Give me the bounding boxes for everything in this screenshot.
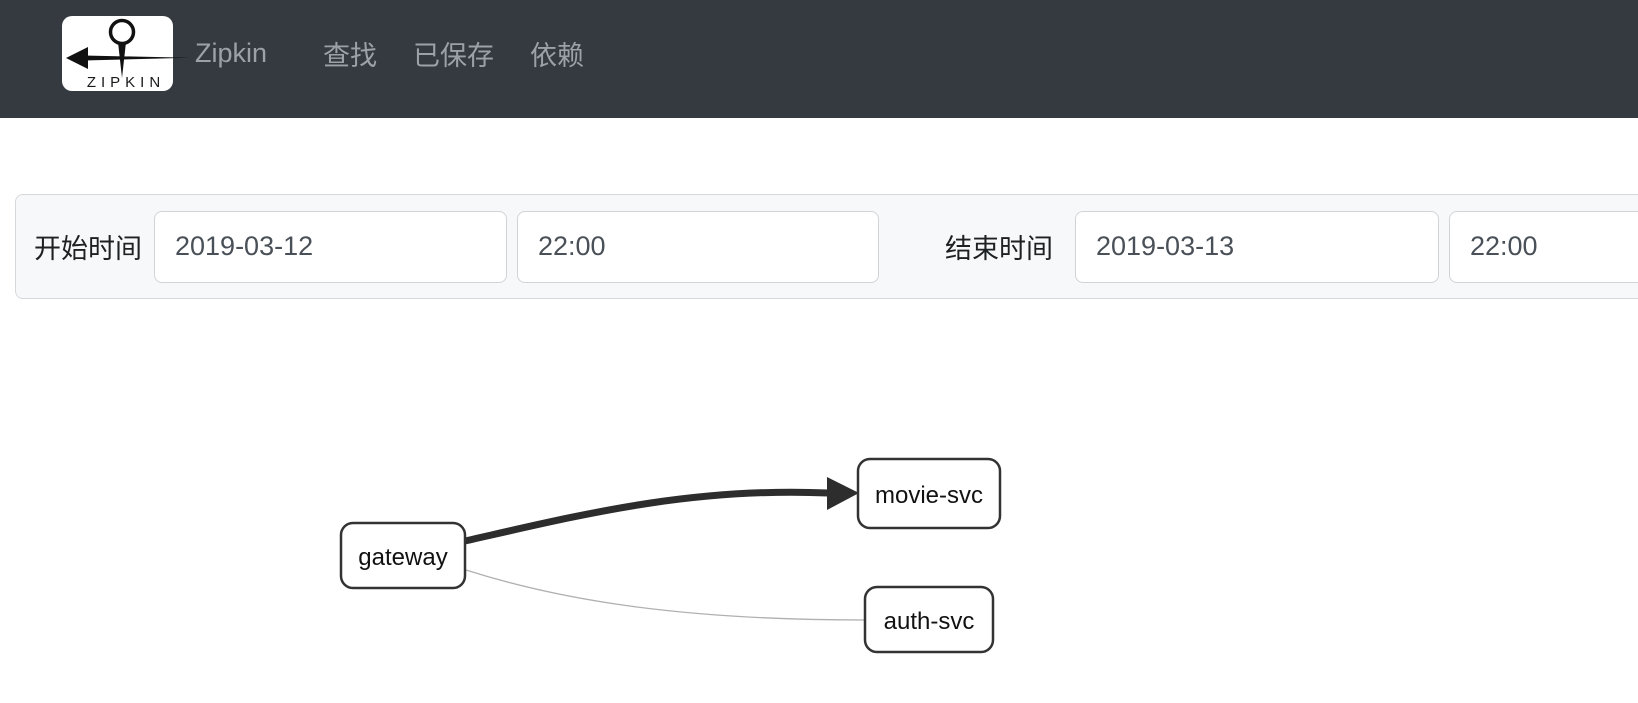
end-date-input[interactable] bbox=[1075, 210, 1439, 283]
zipkin-pin-icon: ZIPKIN bbox=[66, 18, 190, 91]
end-time-input[interactable] bbox=[1449, 210, 1638, 283]
edge-gateway-auth-svc[interactable] bbox=[465, 569, 866, 621]
node-auth-svc[interactable]: auth-svc bbox=[863, 585, 995, 654]
time-filter-bar: 开始时间 结束时间 bbox=[15, 194, 1638, 299]
nav-menu: 查找 已保存 依赖 bbox=[323, 34, 584, 73]
node-gateway[interactable]: gateway bbox=[339, 521, 467, 590]
edge-arrowhead-icon bbox=[827, 477, 859, 510]
node-gateway-label: gateway bbox=[358, 544, 447, 571]
start-time-label: 开始时间 bbox=[34, 234, 142, 264]
zipkin-logo[interactable]: ZIPKIN bbox=[62, 16, 190, 91]
node-movie-svc[interactable]: movie-svc bbox=[856, 457, 1002, 530]
brand-title[interactable]: Zipkin bbox=[195, 38, 268, 68]
nav-item-find[interactable]: 查找 bbox=[323, 41, 378, 71]
logo-wordmark: ZIPKIN bbox=[87, 74, 165, 91]
start-time-input[interactable] bbox=[517, 210, 879, 283]
edge-gateway-movie-svc[interactable] bbox=[461, 488, 832, 545]
node-movie-svc-label: movie-svc bbox=[875, 482, 983, 509]
nav-item-dependencies[interactable]: 依赖 bbox=[530, 41, 585, 71]
start-date-input[interactable] bbox=[154, 210, 507, 283]
top-navbar: ZIPKIN Zipkin 查找 已保存 依赖 bbox=[0, 0, 1638, 118]
nav-item-saved[interactable]: 已保存 bbox=[413, 41, 495, 71]
end-time-label: 结束时间 bbox=[945, 234, 1053, 264]
node-auth-svc-label: auth-svc bbox=[884, 608, 975, 635]
